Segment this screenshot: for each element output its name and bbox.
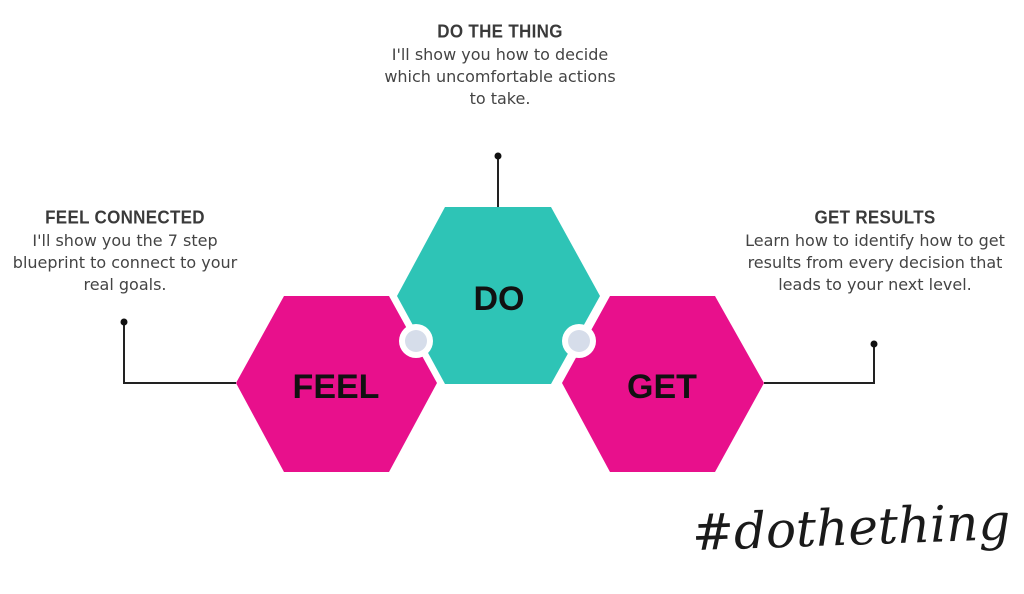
feel-hexagon bbox=[236, 296, 437, 472]
do-callout: DO THE THING I'll show you how to decide… bbox=[380, 21, 620, 110]
do-hex-label: DO bbox=[474, 280, 525, 318]
feel-callout-description: I'll show you the 7 step blueprint to co… bbox=[12, 231, 238, 294]
feel-callout: FEEL CONNECTED I'll show you the 7 step … bbox=[5, 207, 245, 296]
get-callout-title: GET RESULTS bbox=[814, 207, 936, 228]
do-callout-title: DO THE THING bbox=[437, 21, 563, 42]
do-leader-dot bbox=[494, 152, 502, 160]
get-leader-dot bbox=[870, 340, 878, 348]
feel-leader-dot bbox=[120, 318, 128, 326]
do-hexagon bbox=[397, 207, 600, 384]
get-hexagon bbox=[562, 296, 764, 472]
left-connector-knob bbox=[399, 324, 433, 358]
get-leader-line bbox=[764, 344, 875, 384]
right-connector-knob bbox=[562, 324, 596, 358]
feel-hex-label: FEEL bbox=[293, 368, 380, 406]
get-callout-description: Learn how to identify how to get results… bbox=[745, 231, 1005, 294]
hashtag-signature: #dothething bbox=[691, 493, 1011, 562]
do-callout-description: I'll show you how to decide which uncomf… bbox=[384, 45, 616, 108]
feel-callout-title: FEEL CONNECTED bbox=[45, 207, 205, 228]
get-hex-label: GET bbox=[627, 368, 697, 406]
feel-leader-line bbox=[123, 322, 236, 384]
get-callout: GET RESULTS Learn how to identify how to… bbox=[745, 207, 1005, 296]
